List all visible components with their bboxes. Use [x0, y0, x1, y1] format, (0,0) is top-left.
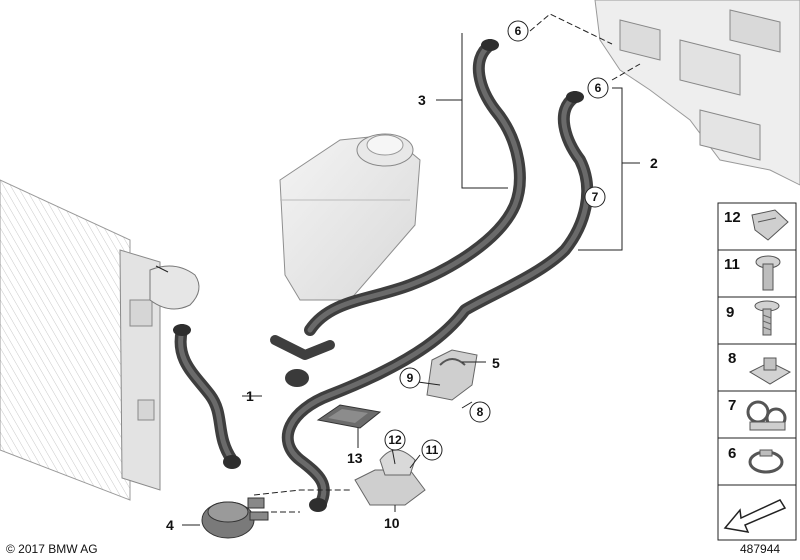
circle-callout-6b: 6: [587, 77, 609, 99]
legend-row-12: 12: [717, 202, 797, 251]
legend-row-11: 11: [717, 249, 797, 298]
callout-5: 5: [492, 355, 500, 371]
dashed-connectors: [253, 13, 641, 513]
electric-water-pump: [201, 497, 269, 539]
callout-2: 2: [650, 155, 658, 171]
callout-13: 13: [347, 450, 363, 466]
circle-callout-8: 8: [469, 401, 491, 423]
hose-holder-icon: [746, 400, 787, 431]
hose-holder-5: [426, 349, 478, 401]
engine-housing: [594, 0, 800, 186]
circle-callout-9: 9: [399, 367, 421, 389]
legend-num-8: 8: [728, 350, 736, 367]
hose-clamp-icon: [748, 449, 784, 474]
legend-num-7: 7: [728, 397, 736, 414]
callout-3: 3: [418, 92, 426, 108]
hose-fittings: [173, 39, 584, 512]
legend-row-6: 6: [717, 437, 797, 486]
legend-num-9: 9: [726, 304, 734, 321]
circle-callout-9-label: 9: [407, 371, 414, 385]
circle-callout-8-label: 8: [477, 405, 484, 419]
legend-num-6: 6: [728, 445, 736, 462]
screw-icon: [754, 300, 780, 336]
circle-callout-6b-label: 6: [595, 81, 602, 95]
circle-callout-12-label: 12: [388, 433, 402, 447]
callout-1: 1: [246, 388, 254, 404]
callout-4: 4: [166, 517, 174, 533]
part-callouts: 1 2 3 4 5 10 13: [166, 92, 658, 533]
circle-callout-11-label: 11: [426, 443, 439, 457]
leader-lines: [155, 33, 640, 526]
circle-callout-7: 7: [584, 186, 606, 208]
square-nut-icon: [748, 357, 792, 385]
diagram-id: 487944: [740, 542, 780, 556]
pad-13: [316, 404, 382, 429]
radiator: [0, 179, 200, 501]
direction-arrow-icon: [723, 499, 787, 533]
pump-bracket-10: [354, 449, 426, 506]
expansion-tank: [279, 133, 421, 301]
circle-callout-6a: 6: [507, 20, 529, 42]
circle-callout-7-label: 7: [592, 190, 599, 204]
legend-row-7: 7: [717, 390, 797, 439]
legend-arrow-box: [717, 484, 797, 541]
circle-callout-12: 12: [384, 429, 406, 451]
legend-num-12: 12: [724, 209, 741, 226]
callout-10: 10: [384, 515, 400, 531]
parts-legend: 12 11 9 8: [717, 202, 797, 541]
copyright: © 2017 BMW AG: [6, 542, 98, 556]
spring-clip-icon: [751, 209, 789, 241]
circled-callouts: 6 6 7 9 8 12 11: [384, 20, 609, 461]
legend-row-9: 9: [717, 296, 797, 345]
circle-callout-11: 11: [421, 439, 443, 461]
circle-callout-6a-label: 6: [515, 24, 522, 38]
hoses: [174, 39, 594, 511]
legend-row-8: 8: [717, 343, 797, 392]
torx-bolt-icon: [755, 255, 781, 291]
legend-num-11: 11: [724, 256, 740, 273]
